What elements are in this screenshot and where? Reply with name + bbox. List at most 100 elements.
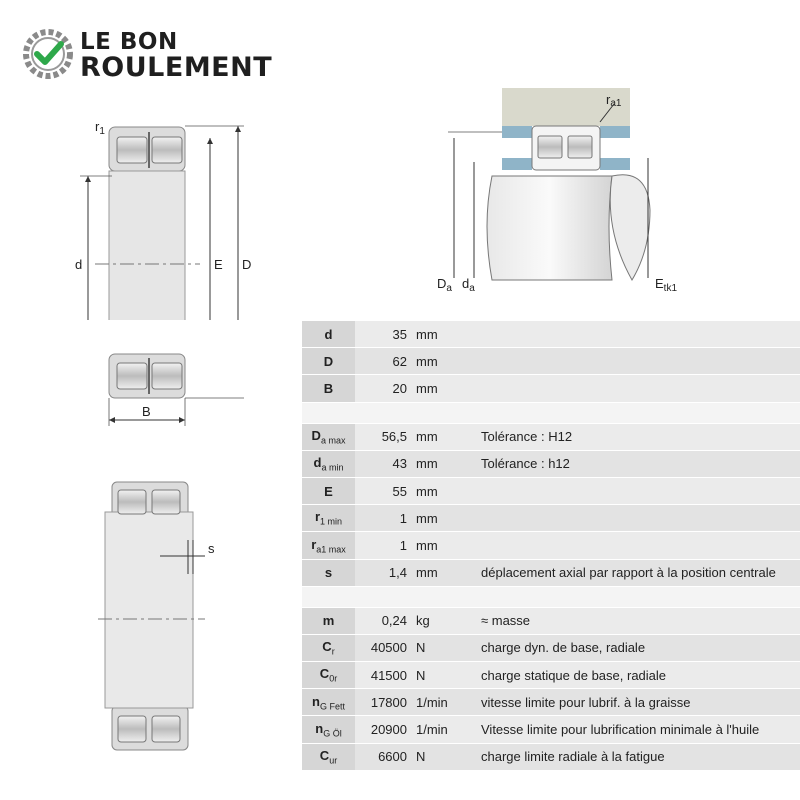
section-view-top: d E D r1 bbox=[75, 119, 251, 320]
spec-spacer-row bbox=[302, 586, 800, 608]
section-view-second: s bbox=[98, 481, 215, 751]
spec-value: 0,24 bbox=[355, 607, 409, 635]
spec-symbol-main: D bbox=[311, 427, 321, 443]
spec-symbol-main: C bbox=[319, 747, 330, 763]
dim-label-s: s bbox=[208, 541, 215, 556]
spec-description bbox=[472, 347, 800, 376]
dim-label-d: d bbox=[75, 257, 82, 272]
spec-symbol: nG Fett bbox=[302, 688, 355, 717]
spec-symbol: C0r bbox=[302, 661, 355, 690]
spec-value: 56,5 bbox=[355, 423, 409, 451]
spec-symbol: Cr bbox=[302, 634, 355, 663]
spec-value: 17800 bbox=[355, 688, 409, 717]
spec-symbol-main: E bbox=[324, 483, 333, 499]
dim-label-B: B bbox=[142, 404, 151, 419]
spec-value: 1,4 bbox=[355, 559, 409, 587]
spec-value: 35 bbox=[355, 321, 409, 349]
spec-value: 20 bbox=[355, 374, 409, 403]
spec-unit: mm bbox=[409, 504, 472, 533]
spec-symbol-main: D bbox=[323, 353, 334, 369]
spacer-cell bbox=[472, 402, 800, 424]
dim-label-Da: Da bbox=[437, 276, 452, 294]
dim-label-da: da bbox=[462, 276, 475, 294]
spec-unit: mm bbox=[409, 477, 472, 506]
brand-logo[interactable]: LE BON ROULEMENT bbox=[22, 26, 302, 86]
spec-symbol: nG Öl bbox=[302, 715, 355, 744]
spacer-cell bbox=[355, 586, 409, 608]
mounting-sketch: ra1 Da da Etk1 bbox=[437, 88, 677, 294]
spec-value: 41500 bbox=[355, 661, 409, 690]
spec-symbol-main: n bbox=[315, 720, 324, 736]
spec-symbol-sub: a min bbox=[321, 462, 344, 473]
spec-symbol-main: r bbox=[311, 536, 317, 552]
dim-label-E: E bbox=[214, 257, 223, 272]
spec-description: Vitesse limite pour lubrification minima… bbox=[472, 715, 800, 744]
spec-symbol-sub: G Fett bbox=[319, 701, 345, 712]
spec-symbol-sub: a1 max bbox=[316, 544, 346, 555]
logo-line1: LE BON bbox=[80, 29, 178, 55]
spec-symbol-main: C bbox=[319, 666, 330, 682]
dim-label-D: D bbox=[242, 257, 251, 272]
dim-label-ra1: ra1 bbox=[606, 92, 622, 109]
spec-unit: mm bbox=[409, 423, 472, 451]
spec-unit: mm bbox=[409, 374, 472, 403]
spec-symbol: s bbox=[302, 559, 355, 587]
spec-description: Tolérance : h12 bbox=[472, 450, 800, 478]
spec-unit: N bbox=[409, 661, 472, 690]
spec-value: 6600 bbox=[355, 743, 409, 771]
spec-symbol: d bbox=[302, 321, 355, 349]
spec-symbol: B bbox=[302, 374, 355, 403]
spec-description: charge limite radiale à la fatigue bbox=[472, 743, 800, 771]
spec-symbol-main: B bbox=[323, 380, 334, 396]
spacer-cell bbox=[409, 402, 472, 424]
spec-symbol-main: d bbox=[324, 326, 333, 342]
gear-check-icon bbox=[23, 29, 73, 79]
spec-symbol: da min bbox=[302, 450, 355, 478]
spec-symbol-main: n bbox=[312, 693, 320, 709]
spec-unit: mm bbox=[409, 321, 472, 349]
spec-symbol-sub: r bbox=[331, 646, 335, 657]
spec-spacer-row bbox=[302, 402, 800, 424]
spec-symbol-main: m bbox=[322, 613, 335, 629]
spec-symbol: D bbox=[302, 347, 355, 376]
spec-symbol: Cur bbox=[302, 743, 355, 771]
dim-label-Etk1: Etk1 bbox=[655, 276, 677, 294]
spec-description: charge dyn. de base, radiale bbox=[472, 634, 800, 663]
spec-symbol-main: d bbox=[313, 455, 322, 471]
spec-description bbox=[472, 531, 800, 560]
spec-symbol-sub: ur bbox=[329, 755, 338, 766]
spec-symbol-sub: a max bbox=[320, 435, 346, 446]
spec-unit: mm bbox=[409, 559, 472, 587]
spec-unit: mm bbox=[409, 531, 472, 560]
spacer-cell bbox=[409, 586, 472, 608]
spec-value: 40500 bbox=[355, 634, 409, 663]
spec-value: 55 bbox=[355, 477, 409, 506]
spec-symbol: m bbox=[302, 607, 355, 635]
spec-description: vitesse limite pour lubrif. à la graisse bbox=[472, 688, 800, 717]
spec-unit: mm bbox=[409, 347, 472, 376]
logo-line2: ROULEMENT bbox=[80, 52, 273, 83]
spec-symbol-sub: 1 min bbox=[320, 517, 343, 528]
spec-description: Tolérance : H12 bbox=[472, 423, 800, 451]
spec-value: 1 bbox=[355, 504, 409, 533]
spec-description: déplacement axial par rapport à la posit… bbox=[472, 559, 800, 587]
spec-value: 20900 bbox=[355, 715, 409, 744]
spec-description bbox=[472, 374, 800, 403]
spec-description bbox=[472, 477, 800, 506]
spec-unit: mm bbox=[409, 450, 472, 478]
spec-unit: N bbox=[409, 634, 472, 663]
